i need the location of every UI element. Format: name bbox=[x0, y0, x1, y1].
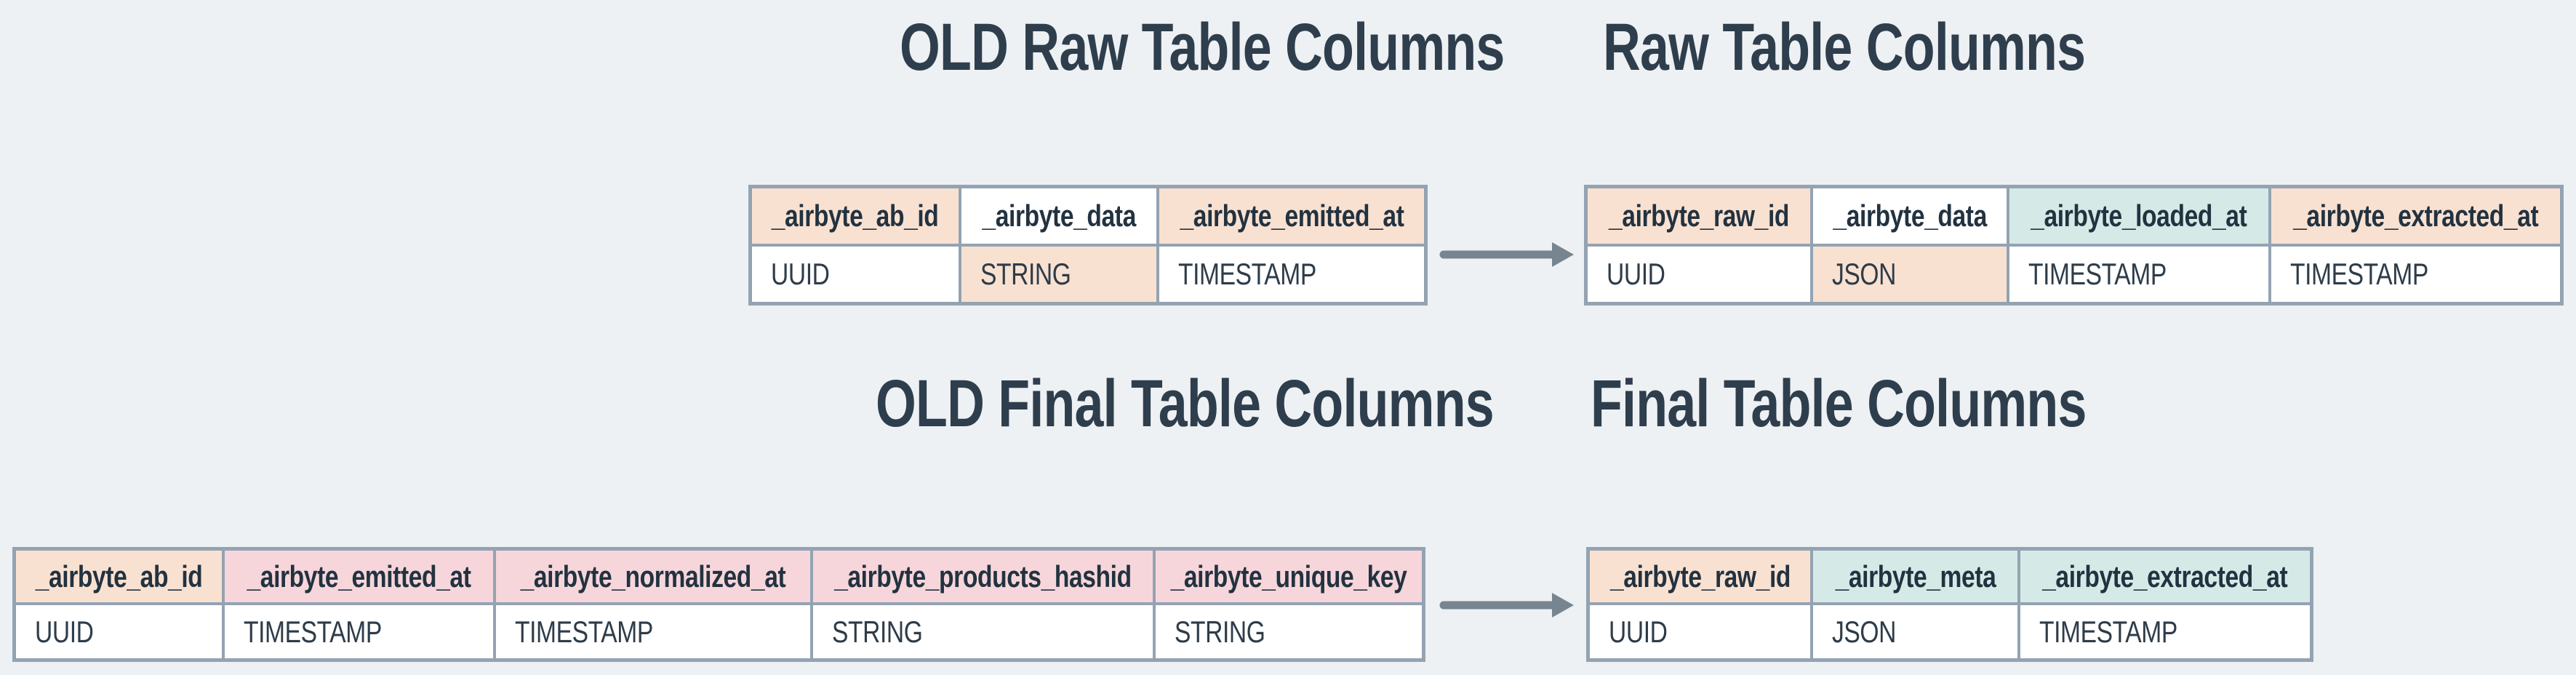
column-type-cell: UUID bbox=[1590, 605, 1810, 658]
column-header-cell-text: _airbyte_ab_id bbox=[772, 199, 939, 233]
column-header-cell: _airbyte_extracted_at bbox=[2271, 188, 2560, 244]
column-type-cell-text: STRING bbox=[832, 614, 923, 649]
column-header-cell-text: _airbyte_products_hashid bbox=[834, 559, 1132, 594]
table-raw-columns: _airbyte_raw_id _airbyte_data _airbyte_loa… bbox=[1584, 185, 2564, 305]
column-type-cell: STRING bbox=[961, 247, 1156, 302]
column-header-cell-text: _airbyte_meta bbox=[1835, 559, 1996, 594]
column-header-cell-text: _airbyte_data bbox=[982, 199, 1136, 233]
column-type-cell: JSON bbox=[1813, 247, 2007, 302]
column-type-cell-text: TIMESTAMP bbox=[1178, 257, 1316, 291]
section-title-text: OLD Raw Table Columns bbox=[900, 10, 1505, 84]
column-header-cell: _airbyte_ab_id bbox=[752, 188, 959, 244]
column-type-cell: UUID bbox=[752, 247, 959, 302]
column-type-cell-text: TIMESTAMP bbox=[2039, 614, 2177, 649]
table-final-columns: _airbyte_raw_id _airbyte_meta _airbyte_ext… bbox=[1586, 547, 2313, 662]
column-header-cell-text: _airbyte_normalized_at bbox=[520, 559, 786, 594]
column-header-cell: _airbyte_data bbox=[961, 188, 1156, 244]
column-type-cell: STRING bbox=[1156, 605, 1422, 658]
column-header-cell: _airbyte_ab_id bbox=[16, 551, 222, 602]
column-header-cell: _airbyte_raw_id bbox=[1588, 188, 1810, 244]
arrow-head bbox=[1552, 242, 1574, 267]
column-type-cell-text: STRING bbox=[980, 257, 1071, 291]
column-header-cell-text: _airbyte_loaded_at bbox=[2031, 199, 2247, 233]
section-title-text: OLD Final Table Columns bbox=[876, 367, 1495, 441]
column-header-cell-text: _airbyte_emitted_at bbox=[247, 559, 471, 594]
section-title-text: Raw Table Columns bbox=[1603, 10, 2086, 84]
column-type-cell-text: UUID bbox=[1609, 614, 1668, 649]
section-title-final-table-columns: Final Table Columns bbox=[1591, 367, 2226, 441]
column-type-cell-text: STRING bbox=[1175, 614, 1265, 649]
column-header-cell: _airbyte_raw_id bbox=[1590, 551, 1810, 602]
column-type-cell: TIMESTAMP bbox=[2271, 247, 2560, 302]
column-type-cell: TIMESTAMP bbox=[2020, 605, 2310, 658]
column-type-cell-text: JSON bbox=[1832, 257, 1897, 291]
column-type-cell-text: TIMESTAMP bbox=[244, 614, 382, 649]
arrow-right-icon bbox=[1439, 242, 1574, 267]
table-old-raw-columns: _airbyte_ab_id _airbyte_data _airbyte_emit… bbox=[748, 185, 1428, 305]
column-type-cell-text: TIMESTAMP bbox=[2028, 257, 2167, 291]
column-type-cell-text: UUID bbox=[35, 614, 94, 649]
column-header-cell: _airbyte_data bbox=[1813, 188, 2007, 244]
column-header-cell: _airbyte_products_hashid bbox=[813, 551, 1153, 602]
column-type-cell: TIMESTAMP bbox=[2009, 247, 2268, 302]
column-type-cell: UUID bbox=[1588, 247, 1810, 302]
column-header-cell-text: _airbyte_ab_id bbox=[35, 559, 203, 594]
column-header-cell-text: _airbyte_raw_id bbox=[1609, 559, 1791, 594]
column-type-cell-text: UUID bbox=[771, 257, 830, 291]
table-old-final-columns: _airbyte_ab_id _airbyte_emitted_at _airbyt… bbox=[12, 547, 1425, 662]
column-type-cell: JSON bbox=[1813, 605, 2017, 658]
column-header-cell: _airbyte_emitted_at bbox=[225, 551, 493, 602]
section-title-raw-table-columns: Raw Table Columns bbox=[1603, 10, 2221, 84]
column-header-cell-text: _airbyte_extracted_at bbox=[2042, 559, 2288, 594]
column-header-cell-text: _airbyte_emitted_at bbox=[1180, 199, 1404, 233]
column-header-cell: _airbyte_meta bbox=[1813, 551, 2017, 602]
section-title-text: Final Table Columns bbox=[1591, 367, 2087, 441]
column-type-cell: TIMESTAMP bbox=[1159, 247, 1424, 302]
column-type-cell: TIMESTAMP bbox=[496, 605, 810, 658]
column-header-cell: _airbyte_extracted_at bbox=[2020, 551, 2310, 602]
column-type-cell-text: JSON bbox=[1832, 614, 1897, 649]
section-title-old-raw-table-columns: OLD Raw Table Columns bbox=[900, 10, 1675, 84]
column-type-cell: STRING bbox=[813, 605, 1153, 658]
column-header-cell-text: _airbyte_raw_id bbox=[1609, 199, 1790, 233]
section-title-old-final-table-columns: OLD Final Table Columns bbox=[876, 367, 1668, 441]
column-header-cell: _airbyte_loaded_at bbox=[2009, 188, 2268, 244]
column-type-cell-text: TIMESTAMP bbox=[515, 614, 653, 649]
column-header-cell: _airbyte_emitted_at bbox=[1159, 188, 1424, 244]
arrow-head bbox=[1552, 593, 1574, 618]
column-header-cell-text: _airbyte_data bbox=[1833, 199, 1987, 233]
column-type-cell-text: UUID bbox=[1607, 257, 1665, 291]
column-type-cell-text: TIMESTAMP bbox=[2290, 257, 2428, 291]
column-header-cell-text: _airbyte_extracted_at bbox=[2292, 199, 2539, 233]
column-header-cell: _airbyte_unique_key bbox=[1156, 551, 1422, 602]
column-header-cell: _airbyte_normalized_at bbox=[496, 551, 810, 602]
column-header-cell-text: _airbyte_unique_key bbox=[1170, 559, 1407, 594]
column-type-cell: TIMESTAMP bbox=[225, 605, 493, 658]
arrow-right-icon bbox=[1439, 593, 1574, 618]
column-type-cell: UUID bbox=[16, 605, 222, 658]
